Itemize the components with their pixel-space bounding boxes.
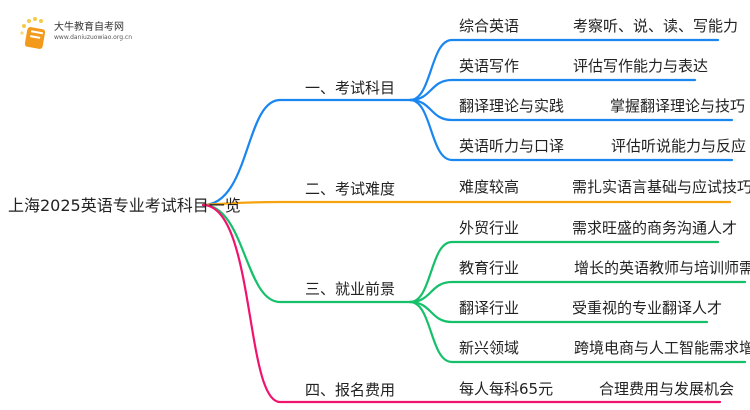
logo-url: www.daniuzuowiao.org.cn	[54, 34, 133, 41]
link-root-branch1	[201, 98, 412, 207]
link-subject-2	[408, 98, 734, 122]
subject-translation: 翻译理论与实践	[459, 97, 565, 115]
link-subject-0	[408, 38, 720, 102]
book-icon	[20, 17, 46, 49]
subject-listening-interpreting-detail: 评估听说能力与反应	[611, 137, 747, 155]
subject-english-writing: 英语写作	[459, 57, 520, 75]
subject-comprehensive-english-detail: 考察听、说、读、写能力	[573, 17, 739, 35]
difficulty-level: 难度较高	[459, 178, 520, 196]
link-career-1	[408, 280, 747, 304]
link-root-branch4	[201, 203, 722, 404]
subject-english-writing-detail: 评估写作能力与表达	[573, 57, 709, 75]
fee-amount-detail: 合理费用与发展机会	[599, 380, 735, 398]
link-career-3	[408, 300, 747, 364]
career-emerging-fields: 新兴领域	[459, 339, 520, 357]
link-career-2	[408, 300, 709, 324]
subject-listening-interpreting: 英语听力与口译	[459, 137, 565, 155]
logo-title: 大牛教育自考网	[54, 22, 124, 33]
career-foreign-trade-detail: 需求旺盛的商务沟通人才	[572, 219, 738, 237]
fee-amount: 每人每科65元	[459, 380, 554, 398]
career-translation-detail: 受重视的专业翻译人才	[572, 299, 723, 317]
root-node: 上海2025英语专业考试科目一览	[8, 196, 241, 215]
career-foreign-trade: 外贸行业	[459, 219, 520, 237]
link-career-0	[408, 240, 720, 304]
branch-exam-difficulty: 二、考试难度	[305, 180, 396, 198]
career-translation: 翻译行业	[459, 299, 520, 317]
link-subject-1	[408, 78, 697, 102]
subject-translation-detail: 掌握翻译理论与技巧	[610, 97, 746, 115]
career-education: 教育行业	[459, 259, 520, 277]
career-education-detail: 增长的英语教师与培训师需求	[574, 259, 750, 277]
link-subject-3	[408, 98, 734, 162]
site-logo: 大牛教育自考网 www.daniuzuowiao.org.cn	[18, 16, 198, 52]
career-emerging-fields-detail: 跨境电商与人工智能需求增加	[574, 339, 750, 357]
difficulty-level-detail: 需扎实语言基础与应试技巧	[572, 178, 750, 196]
branch-exam-subjects: 一、考试科目	[305, 79, 396, 97]
link-root-branch2	[201, 200, 732, 207]
subject-comprehensive-english: 综合英语	[459, 17, 520, 35]
branch-career-prospects: 三、就业前景	[305, 280, 396, 298]
branch-registration-fee: 四、报名费用	[305, 381, 396, 399]
